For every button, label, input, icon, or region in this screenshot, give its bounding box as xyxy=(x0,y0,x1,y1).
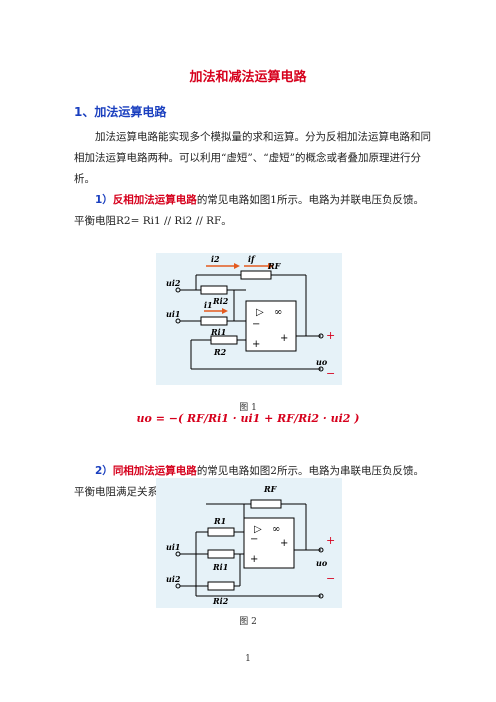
figure-2-circuit: RF R1 ui1 Ri1 ui2 Ri2 uo ▷ ∞ − + + + − xyxy=(156,478,342,608)
figure-1-circuit: i2 if RF ui2 Ri2 i1 ui1 Ri1 R2 uo ▷ ∞ − … xyxy=(156,253,342,385)
paragraph-prefix: 1） xyxy=(95,194,113,206)
label-rf: RF xyxy=(267,261,282,271)
opamp-plus: + xyxy=(252,339,260,350)
label-ui1: ui1 xyxy=(166,309,180,319)
output-minus-terminal: − xyxy=(326,572,335,585)
term-inverting-adder: 反相加法运算电路 xyxy=(112,194,197,206)
formula-inverting-adder: uo = −( RF/Ri1 · ui1 + RF/Ri2 · ui2 ) xyxy=(136,412,360,425)
opamp-box xyxy=(245,300,297,352)
inverting-adder-diagram: i2 if RF ui2 Ri2 i1 ui1 Ri1 R2 uo ▷ ∞ − … xyxy=(156,253,342,385)
term-noninverting-adder: 同相加法运算电路 xyxy=(112,465,197,477)
resistor-ri1 xyxy=(200,316,228,326)
section-heading: 1、加法运算电路 xyxy=(74,105,167,119)
page-number: 1 xyxy=(245,654,251,664)
opamp-minus: − xyxy=(250,534,258,545)
label-ui2: ui2 xyxy=(166,574,181,584)
paragraph-body: 的常见电路如图1所示。电路为并联电压负反馈。平衡电阻R2= Ri1 // Ri2… xyxy=(74,194,424,227)
label-ri1: Ri1 xyxy=(212,562,228,572)
resistor-rf xyxy=(240,270,272,280)
resistor-ri2 xyxy=(207,581,235,591)
resistor-r2 xyxy=(210,335,238,345)
label-ri1: Ri1 xyxy=(210,327,226,337)
output-minus-terminal: − xyxy=(326,367,335,380)
opamp-box xyxy=(243,517,295,569)
label-ui1: ui1 xyxy=(166,542,180,552)
paragraph-prefix-2: 2） xyxy=(95,465,113,477)
resistor-r1 xyxy=(207,527,235,537)
opamp-plus: + xyxy=(250,554,258,565)
label-uo: uo xyxy=(316,357,328,367)
label-ui2: ui2 xyxy=(166,278,181,288)
label-ri2: Ri2 xyxy=(212,596,229,606)
label-i2: i2 xyxy=(211,254,220,264)
resistor-ri1 xyxy=(207,549,235,559)
label-ri2: Ri2 xyxy=(212,296,229,306)
resistor-rf xyxy=(250,499,282,509)
infinity-symbol: ∞ xyxy=(274,307,282,318)
label-r1: R1 xyxy=(213,516,226,526)
resistor-ri2 xyxy=(200,285,228,295)
opamp-output-plus: + xyxy=(280,538,288,549)
document-title: 加法和减法运算电路 xyxy=(189,70,307,85)
label-rf: RF xyxy=(263,484,278,494)
opamp-triangle-icon: ▷ xyxy=(254,524,262,535)
label-r2: R2 xyxy=(213,347,227,357)
output-plus-terminal: + xyxy=(326,534,335,547)
label-uo: uo xyxy=(316,558,328,568)
figure-2-caption: 图 2 xyxy=(239,617,257,627)
opamp-minus: − xyxy=(252,319,260,330)
opamp-output-plus: + xyxy=(280,333,288,344)
infinity-symbol: ∞ xyxy=(272,524,280,535)
opamp-triangle-icon: ▷ xyxy=(256,307,264,318)
figure-1-caption: 图 1 xyxy=(239,403,257,413)
noninverting-adder-diagram: RF R1 ui1 Ri1 ui2 Ri2 uo ▷ ∞ − + + + − xyxy=(156,478,342,608)
paragraph-inverting: 1）反相加法运算电路的常见电路如图1所示。电路为并联电压负反馈。平衡电阻R2= … xyxy=(74,190,434,232)
output-plus-terminal: + xyxy=(326,329,335,342)
label-if: if xyxy=(248,254,256,264)
label-i1: i1 xyxy=(204,300,213,310)
intro-paragraph: 加法运算电路能实现多个模拟量的求和运算。分为反相加法运算电路和同相加法运算电路两… xyxy=(74,131,431,185)
